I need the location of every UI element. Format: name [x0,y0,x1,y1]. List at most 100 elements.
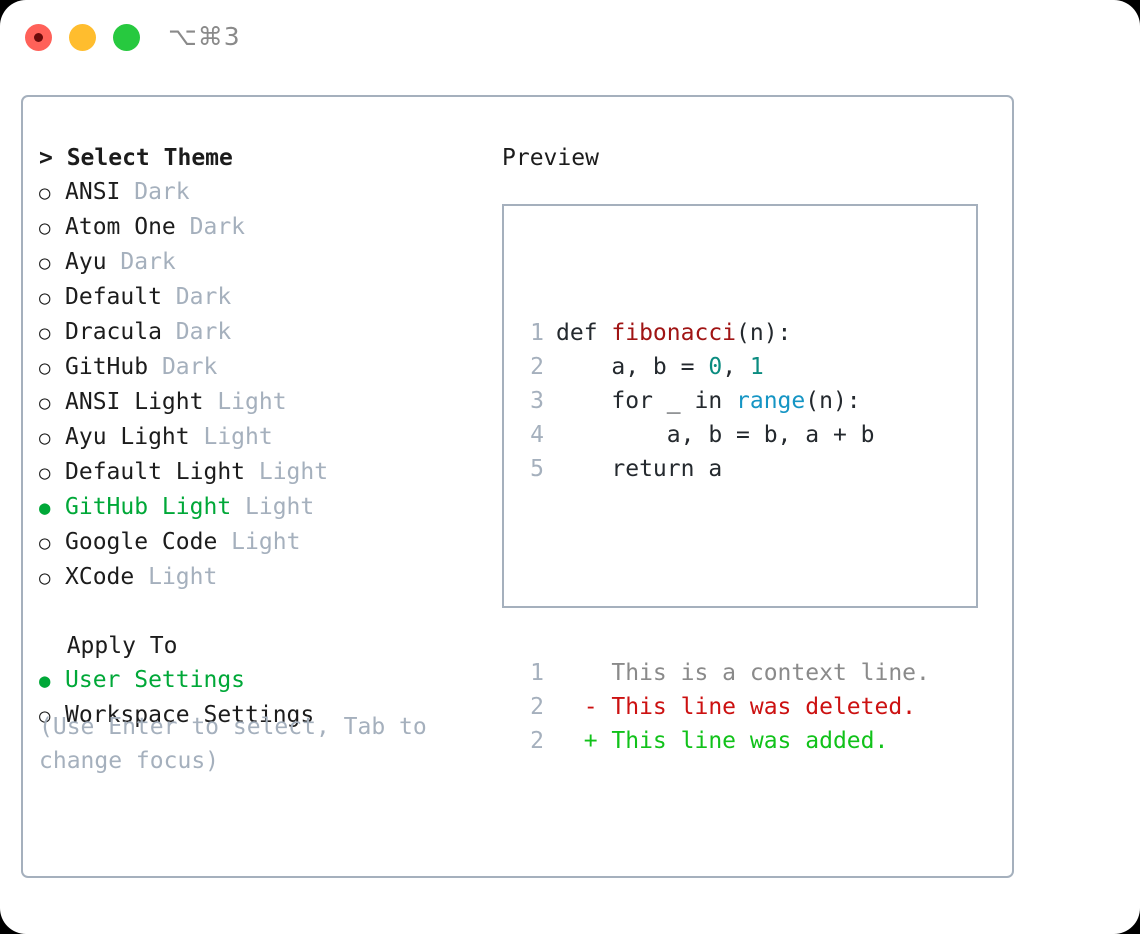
radio-unselected-icon: ○ [39,427,51,449]
code-text: for _ in range(n): [556,384,861,418]
radio-unselected-icon: ○ [39,705,51,727]
option-label: Default [65,284,162,310]
option-variant-badge: Dark [120,179,190,205]
line-number: 5 [530,456,544,482]
option-variant-badge: Dark [148,354,218,380]
apply-option-0[interactable]: ● User Settings [39,663,479,698]
option-label: Ayu [65,249,107,275]
option-variant-badge: Light [231,494,315,520]
code-line: 5 return a [522,452,930,486]
apply-option-1[interactable]: ○ Workspace Settings [39,698,479,733]
line-number: 1 [530,660,544,686]
theme-list[interactable]: ○ANSI Dark○Atom One Dark○Ayu Dark○Defaul… [39,175,479,595]
theme-option-1[interactable]: ○ Atom One Dark [39,210,479,245]
token-plain: for _ in [556,388,737,414]
theme-option-8[interactable]: ○ Default Light Light [39,455,479,490]
select-theme-heading: > Select Theme [39,145,233,171]
option-variant-badge: Light [217,529,301,555]
token-num: 0 [708,354,723,380]
option-label: Dracula [65,319,162,345]
radio-unselected-icon: ○ [39,217,51,239]
theme-list-column: > Select Theme ○ANSI Dark○Atom One Dark○… [39,141,479,733]
option-variant-badge: Dark [175,214,246,240]
theme-option-0[interactable]: ○ ANSI Dark [39,175,479,210]
theme-option-4[interactable]: ○ Dracula Dark [39,315,479,350]
radio-unselected-icon: ○ [39,532,51,554]
option-label: GitHub [65,354,149,380]
radio-unselected-icon: ○ [39,392,51,414]
line-number: 2 [530,354,544,380]
token-plain: , [722,354,750,380]
diff-text: This is a context line. [556,660,930,686]
apply-to-list[interactable]: ● User Settings ○ Workspace Settings [39,663,479,733]
line-number: 1 [530,320,544,346]
code-text: a, b = b, a + b [556,418,875,452]
option-label: Atom One [65,214,176,240]
code-text: def fibonacci(n): [556,316,791,350]
code-line: 2 a, b = 0, 1 [522,350,930,384]
window-controls [25,24,140,51]
theme-option-2[interactable]: ○Ayu Dark [39,245,479,280]
apply-to-heading: Apply To [39,633,178,659]
diff-text: + This line was added. [556,728,889,754]
preview-column: Preview [502,141,992,175]
option-label: XCode [65,564,135,590]
preview-heading: Preview [502,145,599,171]
radio-selected-icon: ● [39,670,51,692]
code-text: return a [556,452,722,486]
option-label: GitHub Light [65,494,232,520]
radio-unselected-icon: ○ [39,182,51,204]
option-variant-badge: Light [203,389,287,415]
token-call: range [736,388,806,414]
token-plain: a, b = b, a + b [556,422,875,448]
option-variant-badge: Dark [161,319,232,345]
diff-line-ctx: 1 This is a context line. [522,656,930,690]
line-number: 4 [530,422,544,448]
theme-option-6[interactable]: ○ ANSI Light Light [39,385,479,420]
theme-option-7[interactable]: ○ Ayu Light Light [39,420,479,455]
radio-unselected-icon: ○ [39,322,51,344]
option-label: Default Light [65,459,246,485]
option-variant-badge: Dark [161,284,232,310]
option-label: Workspace Settings [65,702,315,728]
line-number: 3 [530,388,544,414]
line-number: 2 [530,728,544,754]
option-variant-badge: Light [245,459,329,485]
option-label: Ayu Light [65,424,190,450]
code-line: 4 a, b = b, a + b [522,418,930,452]
theme-option-5[interactable]: ○GitHub Dark [39,350,479,385]
code-diff-spacer [522,554,930,588]
theme-selector-panel: > Select Theme ○ANSI Dark○Atom One Dark○… [21,95,1014,878]
close-button[interactable] [25,24,52,51]
code-text: a, b = 0, 1 [556,350,764,384]
option-label: ANSI [65,179,121,205]
theme-option-3[interactable]: ○Default Dark [39,280,479,315]
radio-selected-icon: ● [39,497,51,519]
theme-option-10[interactable]: ○Google Code Light [39,525,479,560]
token-num: 1 [749,354,764,380]
option-label: ANSI Light [65,389,204,415]
token-plain: a, b = [556,354,709,380]
radio-unselected-icon: ○ [39,462,51,484]
theme-option-11[interactable]: ○XCode Light [39,560,479,595]
section-spacer [39,595,479,629]
maximize-button[interactable] [113,24,140,51]
code-line: 3 for _ in range(n): [522,384,930,418]
radio-unselected-icon: ○ [39,567,51,589]
theme-option-9[interactable]: ● GitHub Light Light [39,490,479,525]
keyboard-hint-text: (Use Enter to select, Tab to change focu… [39,714,427,774]
token-plain: (n): [736,320,792,346]
option-variant-badge: Light [189,424,273,450]
diff-block: 1 This is a context line.2 - This line w… [522,656,930,758]
line-number: 2 [530,694,544,720]
diff-line-del: 2 - This line was deleted. [522,690,930,724]
minimize-button[interactable] [69,24,96,51]
keyboard-shortcut-label: ⌥⌘3 [168,22,241,51]
token-plain: (n): [805,388,861,414]
token-plain: def [556,320,612,346]
option-label: User Settings [65,667,246,693]
token-fn: fibonacci [611,320,737,346]
token-plain: return a [556,456,723,482]
